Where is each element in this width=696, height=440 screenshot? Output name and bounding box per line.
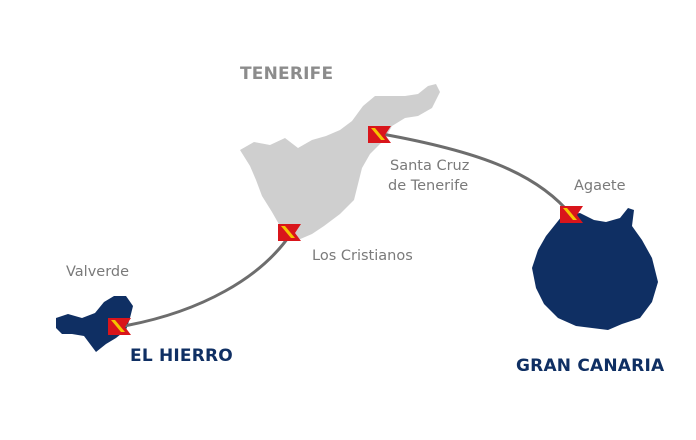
island-el-hierro [56,296,133,352]
flag-marker-agaete [560,206,583,223]
label-santa-cruz-line2: de Tenerife [388,178,469,194]
label-los-cristianos: Los Cristianos [312,248,413,264]
flag-marker-santa-cruz [368,126,391,143]
label-valverde: Valverde [66,264,130,280]
route-tenerife-gran-canaria [381,132,574,217]
flag-marker-los-cristianos [278,224,301,241]
label-tenerife: TENERIFE [240,64,334,84]
label-santa-cruz-line1: Santa Cruz [390,158,470,174]
route-el-hierro-tenerife [123,231,294,328]
island-tenerife [240,84,440,240]
island-gran-canaria [532,208,658,330]
label-gran-canaria: GRAN CANARIA [516,356,665,376]
label-el-hierro: EL HIERRO [130,346,233,366]
label-agaete: Agaete [574,178,626,194]
flag-marker-valverde [108,318,131,335]
